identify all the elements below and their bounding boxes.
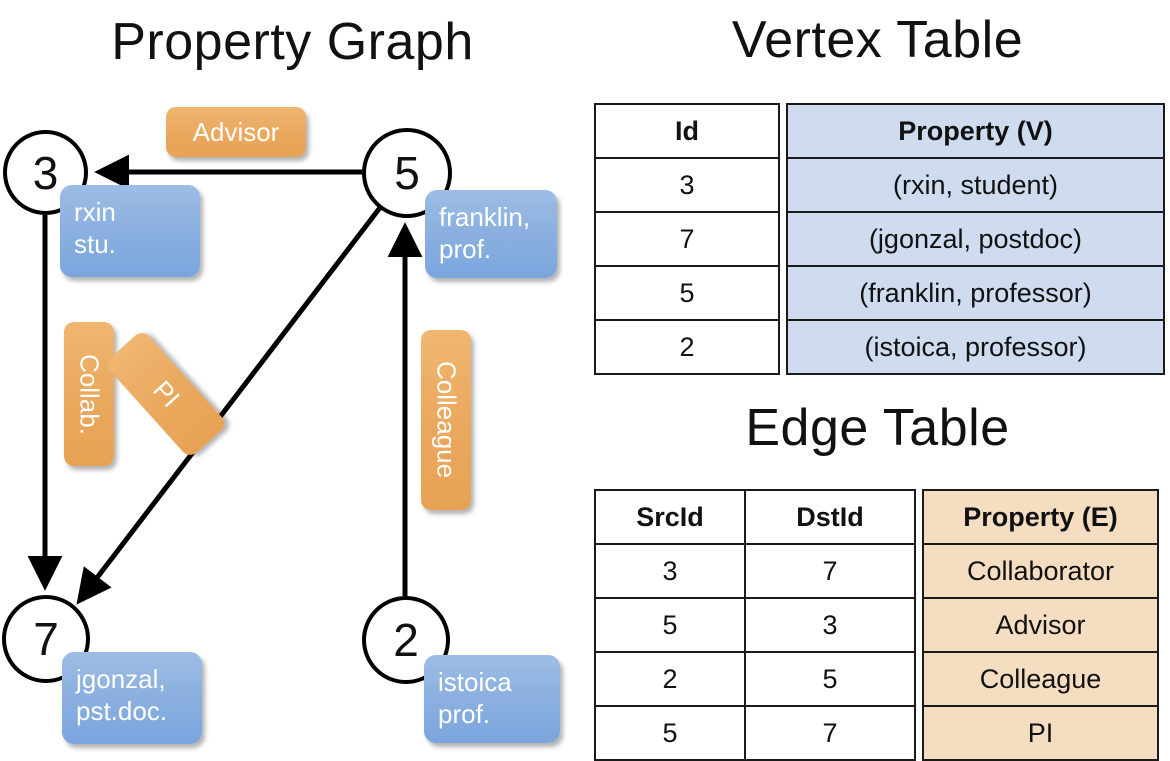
- vertex-table: Id Property (V) 3 (rxin, student) 7 (jgo…: [594, 103, 1165, 375]
- table-row[interactable]: 5 (franklin, professor): [594, 265, 1165, 321]
- node-property-line-2: stu.: [74, 228, 116, 259]
- column-gap: [915, 652, 923, 706]
- table-row[interactable]: 3 7 Collaborator: [594, 543, 1159, 599]
- vertex-cell-property: (franklin, professor): [786, 265, 1165, 321]
- edge-cell-dstid: 7: [744, 705, 916, 761]
- edge-header-property: Property (E): [922, 489, 1159, 545]
- table-header-row: SrcId DstId Property (E): [594, 489, 1159, 545]
- vertex-cell-id: 5: [594, 265, 780, 321]
- edge-cell-srcid: 5: [594, 597, 746, 653]
- graph-node-2-label: 2: [393, 614, 419, 666]
- node-property-line-2: prof.: [438, 698, 491, 729]
- table-row[interactable]: 5 3 Advisor: [594, 597, 1159, 653]
- edge-label-advisor-text: Advisor: [192, 116, 280, 147]
- page-title-vertex-table: Vertex Table: [731, 11, 1024, 69]
- edge-label-collab-text: Collab.: [74, 353, 105, 435]
- edge-label-colleague-text: Colleague: [431, 361, 462, 479]
- node-property-box-3[interactable]: rxin stu.: [60, 185, 200, 277]
- page-title-property-graph: Property Graph: [111, 13, 474, 71]
- page-title-edge-table: Edge Table: [745, 399, 1010, 457]
- vertex-cell-id: 7: [594, 211, 780, 267]
- node-property-line-1: franklin,: [439, 202, 531, 232]
- edge-cell-srcid: 5: [594, 705, 746, 761]
- edge-label-collab[interactable]: Collab.: [64, 322, 114, 466]
- edge-label-pi-text: PI: [146, 374, 186, 413]
- node-property-line-1: jgonzal,: [76, 664, 166, 694]
- table-row[interactable]: 2 (istoica, professor): [594, 319, 1165, 375]
- edge-cell-property: PI: [922, 705, 1159, 761]
- edge-cell-property: Collaborator: [922, 543, 1159, 599]
- node-property-box-5[interactable]: franklin, prof.: [425, 190, 557, 278]
- edge-label-advisor[interactable]: Advisor: [166, 107, 306, 157]
- vertex-cell-property: (istoica, professor): [786, 319, 1165, 375]
- column-gap: [779, 104, 787, 158]
- edge-cell-property: Colleague: [922, 651, 1159, 707]
- vertex-cell-id: 3: [594, 157, 780, 213]
- edge-5-to-7: [76, 203, 384, 605]
- graph-node-2[interactable]: 2: [362, 596, 450, 684]
- vertex-header-id: Id: [594, 103, 780, 159]
- edge-table: SrcId DstId Property (E) 3 7 Collaborato…: [594, 489, 1159, 761]
- edge-cell-srcid: 3: [594, 543, 746, 599]
- column-gap: [915, 598, 923, 652]
- vertex-cell-property: (jgonzal, postdoc): [786, 211, 1165, 267]
- table-row[interactable]: 3 (rxin, student): [594, 157, 1165, 213]
- column-gap: [779, 212, 787, 266]
- edge-cell-dstid: 5: [744, 651, 916, 707]
- edge-header-dstid: DstId: [744, 489, 916, 545]
- column-gap: [915, 706, 923, 760]
- graph-node-7-label: 7: [33, 613, 59, 665]
- node-property-line-1: istoica: [438, 667, 512, 697]
- edge-cell-dstid: 7: [744, 543, 916, 599]
- graph-node-5-label: 5: [394, 147, 420, 199]
- edge-cell-property: Advisor: [922, 597, 1159, 653]
- table-row[interactable]: 5 7 PI: [594, 705, 1159, 761]
- edge-cell-srcid: 2: [594, 651, 746, 707]
- edge-cell-dstid: 3: [744, 597, 916, 653]
- vertex-cell-id: 2: [594, 319, 780, 375]
- column-gap: [915, 544, 923, 598]
- table-header-row: Id Property (V): [594, 103, 1165, 159]
- column-gap: [779, 266, 787, 320]
- node-property-box-2[interactable]: istoica prof.: [424, 655, 560, 743]
- node-property-box-7[interactable]: jgonzal, pst.doc.: [62, 652, 202, 744]
- column-gap: [915, 490, 923, 544]
- edge-header-srcid: SrcId: [594, 489, 746, 545]
- edge-label-colleague[interactable]: Colleague: [421, 330, 471, 510]
- graph-node-5[interactable]: 5: [362, 128, 452, 218]
- node-property-line-2: pst.doc.: [76, 695, 168, 726]
- graph-node-3-label: 3: [32, 146, 59, 199]
- node-property-line-1: rxin: [74, 197, 116, 227]
- property-graph-diagram: 3 5 7 2 rxin stu. franklin, prof. jgonza…: [0, 0, 585, 760]
- graph-edges-svg: [27, 154, 423, 605]
- vertex-cell-property: (rxin, student): [786, 157, 1165, 213]
- table-row[interactable]: 2 5 Colleague: [594, 651, 1159, 707]
- column-gap: [779, 320, 787, 374]
- table-row[interactable]: 7 (jgonzal, postdoc): [594, 211, 1165, 267]
- vertex-header-property: Property (V): [786, 103, 1165, 159]
- column-gap: [779, 158, 787, 212]
- node-property-line-2: prof.: [439, 233, 492, 264]
